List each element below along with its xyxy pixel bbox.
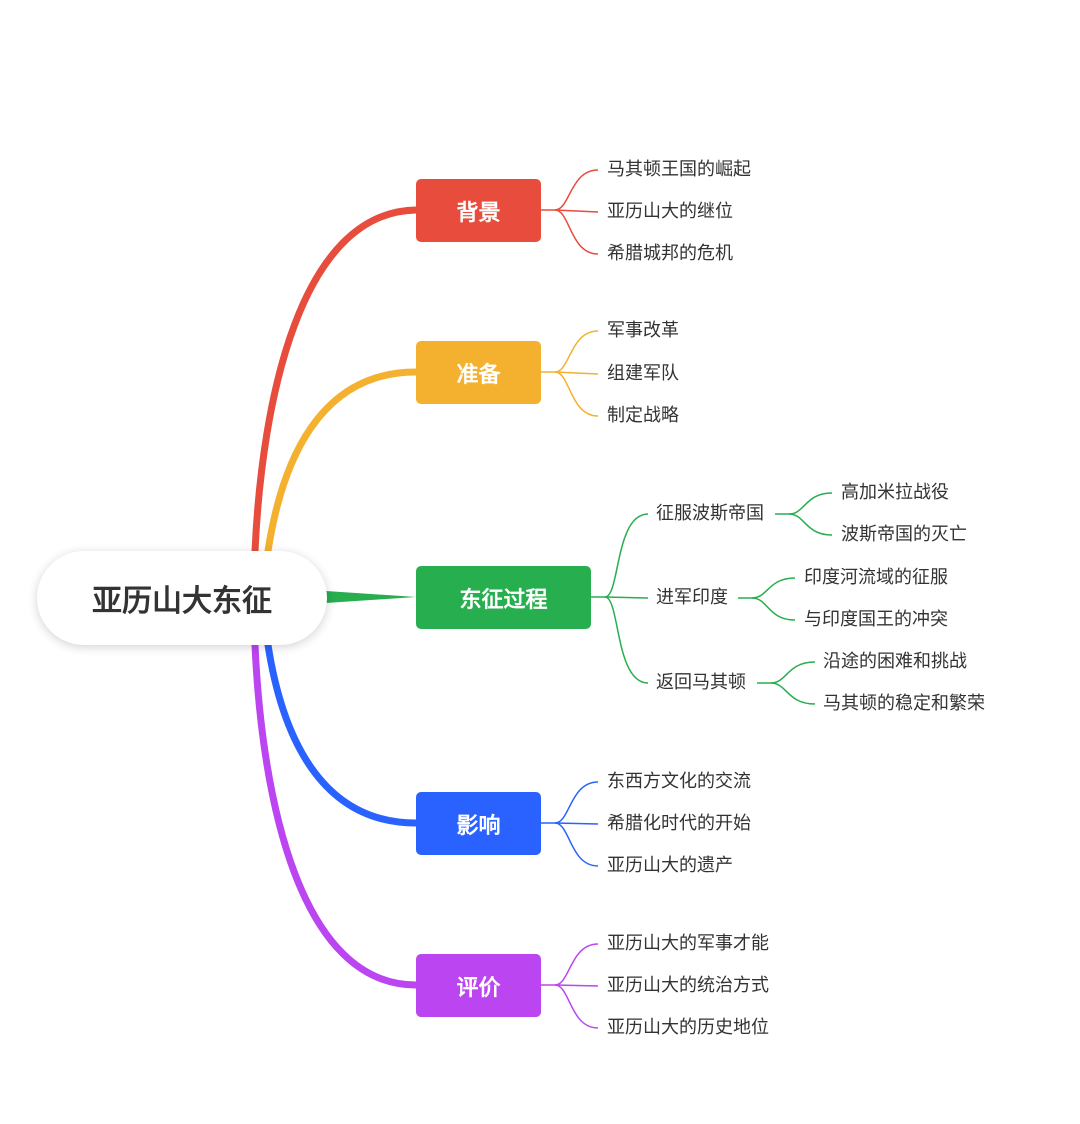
leaf-node[interactable]: 沿途的困难和挑战 <box>823 651 967 672</box>
leaf-node[interactable]: 组建军队 <box>607 363 679 384</box>
sub-branch-node[interactable]: 征服波斯帝国 <box>656 503 764 524</box>
leaf-node[interactable]: 亚历山大的继位 <box>607 201 733 222</box>
edge-root-preparation <box>264 368 420 555</box>
leaf-node[interactable]: 军事改革 <box>607 320 679 341</box>
leaf-node[interactable]: 亚历山大的军事才能 <box>607 933 769 954</box>
branch-preparation[interactable]: 准备 <box>416 341 541 404</box>
sub-branch-node[interactable]: 进军印度 <box>656 587 728 608</box>
leaf-node[interactable]: 波斯帝国的灭亡 <box>841 524 967 545</box>
branch-evaluation[interactable]: 评价 <box>416 954 541 1017</box>
leaf-node[interactable]: 与印度国王的冲突 <box>804 609 948 630</box>
branch-background[interactable]: 背景 <box>416 179 541 242</box>
sub-branch-node[interactable]: 返回马其顿 <box>656 672 746 693</box>
leaf-node[interactable]: 制定战略 <box>607 405 679 426</box>
leaf-node[interactable]: 亚历山大的历史地位 <box>607 1017 769 1038</box>
edge-root-process <box>326 591 416 603</box>
leaf-node[interactable]: 希腊化时代的开始 <box>607 813 751 834</box>
leaf-node[interactable]: 印度河流域的征服 <box>804 567 948 588</box>
edge-root-impact <box>264 641 420 827</box>
branch-impact[interactable]: 影响 <box>416 792 541 855</box>
edge-root-background <box>251 206 420 555</box>
leaf-node[interactable]: 亚历山大的遗产 <box>607 855 733 876</box>
leaf-node[interactable]: 希腊城邦的危机 <box>607 243 733 264</box>
leaf-node[interactable]: 高加米拉战役 <box>841 482 949 503</box>
edge-root-evaluation <box>251 641 420 989</box>
root-node[interactable]: 亚历山大东征 <box>37 551 327 645</box>
branch-process[interactable]: 东征过程 <box>416 566 591 629</box>
leaf-node[interactable]: 亚历山大的统治方式 <box>607 975 769 996</box>
leaf-node[interactable]: 东西方文化的交流 <box>607 771 751 792</box>
leaf-node[interactable]: 马其顿的稳定和繁荣 <box>823 693 985 714</box>
leaf-node[interactable]: 马其顿王国的崛起 <box>607 159 751 180</box>
